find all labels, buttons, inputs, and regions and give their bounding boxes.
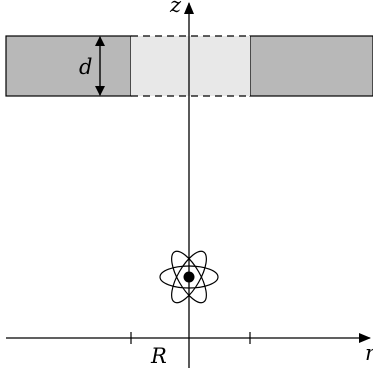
thickness-dimension: d bbox=[79, 36, 105, 96]
z-axis-label: z bbox=[169, 0, 182, 17]
thickness-label: d bbox=[79, 55, 92, 79]
slab-left bbox=[5, 35, 132, 97]
r-axis-label: r bbox=[365, 341, 373, 365]
radius-label: R bbox=[150, 344, 167, 368]
atom-icon bbox=[159, 250, 219, 304]
atom-orbit-diagonal-1 bbox=[171, 250, 207, 304]
atom-orbit-horizontal bbox=[159, 265, 219, 289]
atom-orbit-diagonal-2 bbox=[171, 250, 207, 304]
axes: z r R bbox=[6, 0, 373, 368]
atom-nucleus bbox=[183, 271, 195, 283]
slab bbox=[5, 35, 373, 97]
slab-right bbox=[249, 35, 373, 97]
slab-hole bbox=[131, 36, 250, 96]
